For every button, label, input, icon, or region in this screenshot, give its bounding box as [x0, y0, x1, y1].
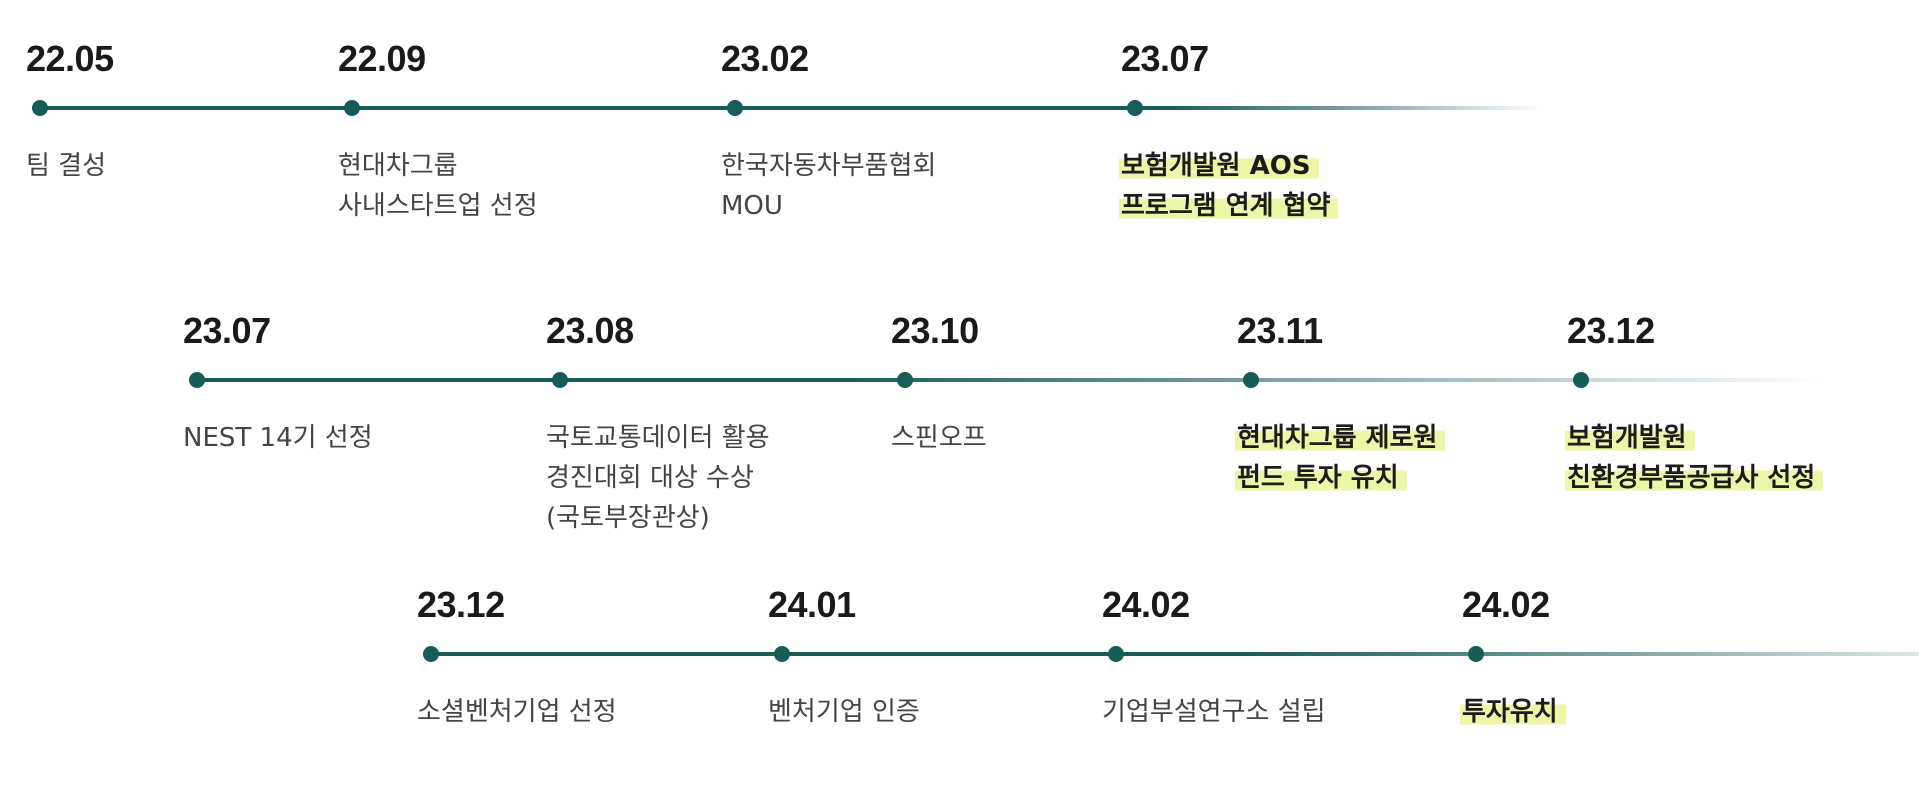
timeline-event-highlighted: 23.07 보험개발원 AOS 프로그램 연계 협약: [1119, 0, 1451, 240]
event-description-line: 보험개발원 AOS: [1119, 151, 1319, 181]
timeline-event-highlighted: 23.12 보험개발원 친환경부품공급사 선정: [1565, 272, 1897, 512]
event-date: 22.09: [338, 38, 426, 79]
event-description-line: 현대차그룹: [338, 151, 458, 181]
event-date: 22.05: [26, 38, 114, 79]
event-description: 팀 결성: [26, 146, 106, 186]
event-date: 23.08: [546, 310, 634, 351]
timeline-event: 23.07 NEST 14기 선정: [183, 272, 513, 512]
event-description-line: (국토부장관상): [546, 503, 710, 533]
timeline-dot: [423, 646, 439, 662]
event-date: 23.07: [1121, 38, 1209, 79]
event-description: NEST 14기 선정: [183, 418, 373, 458]
event-description: 현대차그룹 제로원 펀드 투자 유치: [1235, 418, 1446, 498]
timeline-dot: [189, 372, 205, 388]
event-description-line: 벤처기업 인증: [768, 697, 920, 727]
timeline-event: 22.09 현대차그룹 사내스타트업 선정: [338, 0, 668, 240]
event-description-line: 경진대회 대상 수상: [546, 463, 754, 493]
timeline-event: 24.02 기업부설연구소 설립: [1102, 546, 1432, 786]
event-date: 24.02: [1462, 584, 1550, 625]
event-description-line: 현대차그룹 제로원: [1235, 423, 1446, 453]
event-description-line: 프로그램 연계 협약: [1119, 191, 1339, 221]
event-date: 23.11: [1237, 310, 1323, 351]
timeline-event: 23.02 한국자동차부품협회 MOU: [721, 0, 1051, 240]
event-description: 보험개발원 AOS 프로그램 연계 협약: [1119, 146, 1339, 226]
event-date: 23.12: [1567, 310, 1655, 351]
event-description-line: 스핀오프: [891, 423, 987, 453]
event-description: 스핀오프: [891, 418, 987, 458]
event-description-line: 친환경부품공급사 선정: [1565, 463, 1824, 493]
timeline-line: [32, 106, 1542, 110]
timeline-event-highlighted: 23.11 현대차그룹 제로원 펀드 투자 유치: [1235, 272, 1567, 512]
timeline-row-3: 23.12 소셜벤처기업 선정 24.01 벤처기업 인증 24.02 기업부설…: [0, 546, 1919, 786]
event-description-line: 사내스타트업 선정: [338, 191, 538, 221]
event-date: 24.02: [1102, 584, 1190, 625]
event-description: 기업부설연구소 설립: [1102, 692, 1326, 732]
event-description-line: 기업부설연구소 설립: [1102, 697, 1326, 727]
timeline-row-1: 22.05 팀 결성 22.09 현대차그룹 사내스타트업 선정 23.02 한…: [0, 0, 1919, 240]
timeline-dot: [1468, 646, 1484, 662]
timeline-event: 24.01 벤처기업 인증: [768, 546, 1098, 786]
event-date: 23.10: [891, 310, 979, 351]
event-description: 현대차그룹 사내스타트업 선정: [338, 146, 538, 226]
event-date: 23.02: [721, 38, 809, 79]
event-description-line: 펀드 투자 유치: [1235, 463, 1407, 493]
timeline-event: 23.12 소셜벤처기업 선정: [417, 546, 747, 786]
timeline-dot: [774, 646, 790, 662]
event-description: 벤처기업 인증: [768, 692, 920, 732]
timeline-dot: [1243, 372, 1259, 388]
event-description-line: NEST 14기 선정: [183, 423, 373, 453]
timeline-line: [189, 378, 1819, 382]
timeline-dot: [344, 100, 360, 116]
event-description: 한국자동차부품협회 MOU: [721, 146, 936, 226]
timeline-dot: [727, 100, 743, 116]
event-date: 23.12: [417, 584, 505, 625]
timeline-line: [423, 652, 1919, 656]
event-description-line: MOU: [721, 191, 783, 221]
event-description-line: 한국자동차부품협회: [721, 151, 937, 181]
timeline-event: 22.05 팀 결성: [26, 0, 356, 240]
timeline-row-2: 23.07 NEST 14기 선정 23.08 국토교통데이터 활용 경진대회 …: [0, 272, 1919, 533]
event-description-line: 국토교통데이터 활용: [546, 423, 770, 453]
event-date: 24.01: [768, 584, 856, 625]
timeline-dot: [552, 372, 568, 388]
timeline-dot: [1127, 100, 1143, 116]
timeline-dot: [1108, 646, 1124, 662]
timeline-dot: [897, 372, 913, 388]
timeline-event: 23.10 스핀오프: [891, 272, 1221, 512]
event-description-line: 소셜벤처기업 선정: [417, 697, 617, 727]
timeline-dot: [32, 100, 48, 116]
timeline-event-highlighted: 24.02 투자유치: [1460, 546, 1792, 786]
event-description: 보험개발원 친환경부품공급사 선정: [1565, 418, 1824, 498]
event-description: 국토교통데이터 활용 경진대회 대상 수상 (국토부장관상): [546, 418, 770, 538]
event-date: 23.07: [183, 310, 271, 351]
event-description: 소셜벤처기업 선정: [417, 692, 617, 732]
timeline-event: 23.08 국토교통데이터 활용 경진대회 대상 수상 (국토부장관상): [546, 272, 876, 533]
event-description-line: 팀 결성: [26, 151, 107, 181]
timeline-dot: [1573, 372, 1589, 388]
event-description: 투자유치: [1460, 692, 1566, 732]
event-description-line: 투자유치: [1460, 697, 1566, 727]
event-description-line: 보험개발원: [1565, 423, 1695, 453]
